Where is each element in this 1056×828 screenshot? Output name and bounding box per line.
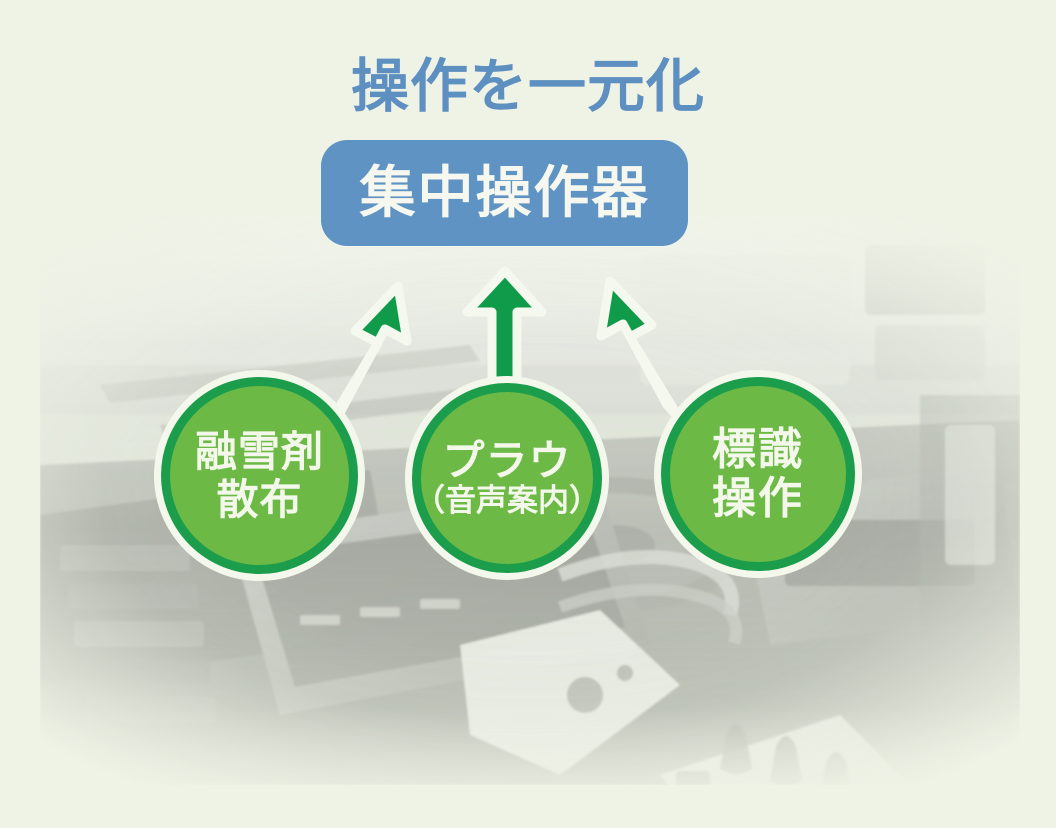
function-node-sign[interactable]: 標識 操作 [661, 377, 855, 571]
function-node-deicer-line-1: 融雪剤 [194, 428, 324, 476]
function-node-deicer[interactable]: 融雪剤 散布 [161, 377, 358, 574]
page-title: 操作を一元化 [350, 54, 705, 119]
function-node-deicer-line-2: 散布 [216, 475, 303, 523]
function-node-plow[interactable]: プラウ （音声案内） [412, 383, 602, 573]
central-unit-label: 集中操作器 [359, 161, 650, 224]
function-node-sign-line-1: 標識 [712, 424, 804, 474]
function-node-plow-line-2: （音声案内） [414, 483, 600, 519]
function-node-plow-line-1: プラウ [442, 437, 572, 485]
function-node-sign-line-2: 操作 [712, 474, 804, 523]
central-unit-node[interactable]: 集中操作器 [321, 140, 688, 246]
